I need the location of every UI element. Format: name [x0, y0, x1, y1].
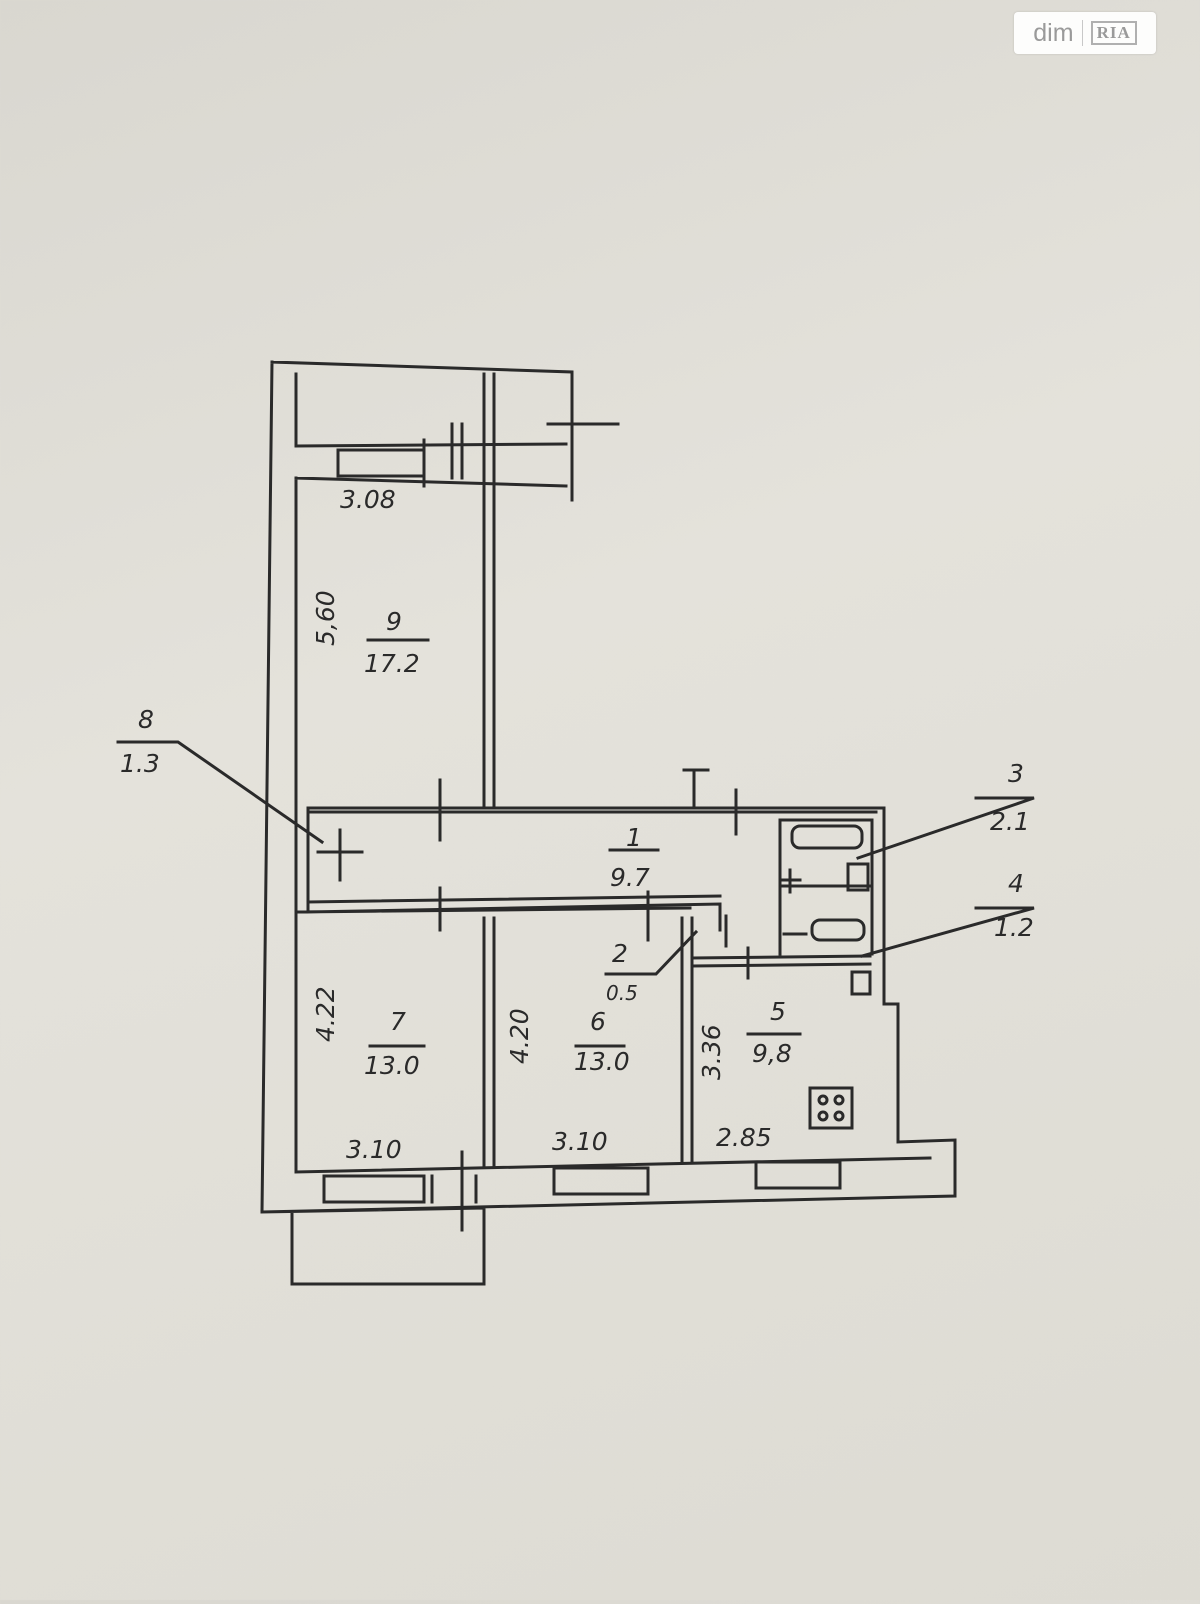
corridor-walls — [306, 810, 878, 904]
dim-room9-width: 3.08 — [340, 485, 396, 514]
stove-icon — [808, 1086, 854, 1130]
toilet-icon — [810, 918, 866, 942]
partition-room5-top — [690, 954, 872, 968]
window-room6 — [552, 1166, 650, 1196]
room-4-number: 4 — [1008, 869, 1024, 898]
window-room9 — [336, 448, 426, 478]
inner-wall-line — [294, 476, 932, 1174]
closet-room8 — [316, 828, 364, 882]
room-2-area: 0.5 — [606, 981, 638, 1005]
room-2-number: 2 — [612, 939, 628, 968]
room-1-area: 9.7 — [610, 863, 650, 892]
watermark-brand: dim — [1033, 18, 1074, 47]
label-lines — [116, 638, 1035, 1048]
room-3-area: 2.1 — [990, 807, 1030, 836]
dim-room7-length: 4.22 — [311, 986, 340, 1042]
room-3-number: 3 — [1008, 759, 1024, 788]
balcony — [422, 370, 620, 488]
room-9-area: 17.2 — [364, 649, 420, 678]
window-divider — [430, 1150, 478, 1232]
dim-room9-length: 5,60 — [311, 590, 340, 646]
room-6-number: 6 — [590, 1007, 606, 1036]
dim-room5-length: 3.36 — [697, 1024, 726, 1080]
room-6-area: 13.0 — [574, 1047, 630, 1076]
dim-room7-width: 3.10 — [346, 1135, 402, 1164]
room-4-area: 1.2 — [994, 913, 1034, 942]
room-9-number: 9 — [386, 607, 402, 636]
sink-icon — [846, 862, 870, 892]
partition-room7-room6 — [482, 916, 496, 1168]
room-8-area: 1.3 — [120, 749, 160, 778]
bathroom-walls — [778, 818, 874, 956]
room-1-number: 1 — [626, 823, 642, 852]
dim-room6-length: 4.20 — [505, 1008, 534, 1064]
watermark-badge: RIA — [1090, 21, 1137, 45]
room-7-number: 7 — [390, 1007, 406, 1036]
dim-room6-width: 3.10 — [552, 1127, 608, 1156]
door-marks — [438, 768, 808, 980]
dim-room5-width: 2.85 — [716, 1123, 772, 1152]
window-room5 — [754, 1160, 842, 1190]
watermark-divider — [1081, 20, 1083, 46]
partition-room9 — [482, 372, 496, 810]
partition-room6-room5 — [680, 916, 694, 1164]
watermark-logo: dim RIA — [1014, 12, 1156, 54]
room-5-number: 5 — [770, 997, 786, 1026]
room-5-area: 9,8 — [752, 1039, 792, 1068]
bathtub-icon — [790, 824, 864, 850]
room-7-area: 13.0 — [364, 1051, 420, 1080]
room-8-number: 8 — [138, 705, 154, 734]
window-room7 — [322, 1174, 426, 1204]
basin-icon — [850, 970, 872, 996]
